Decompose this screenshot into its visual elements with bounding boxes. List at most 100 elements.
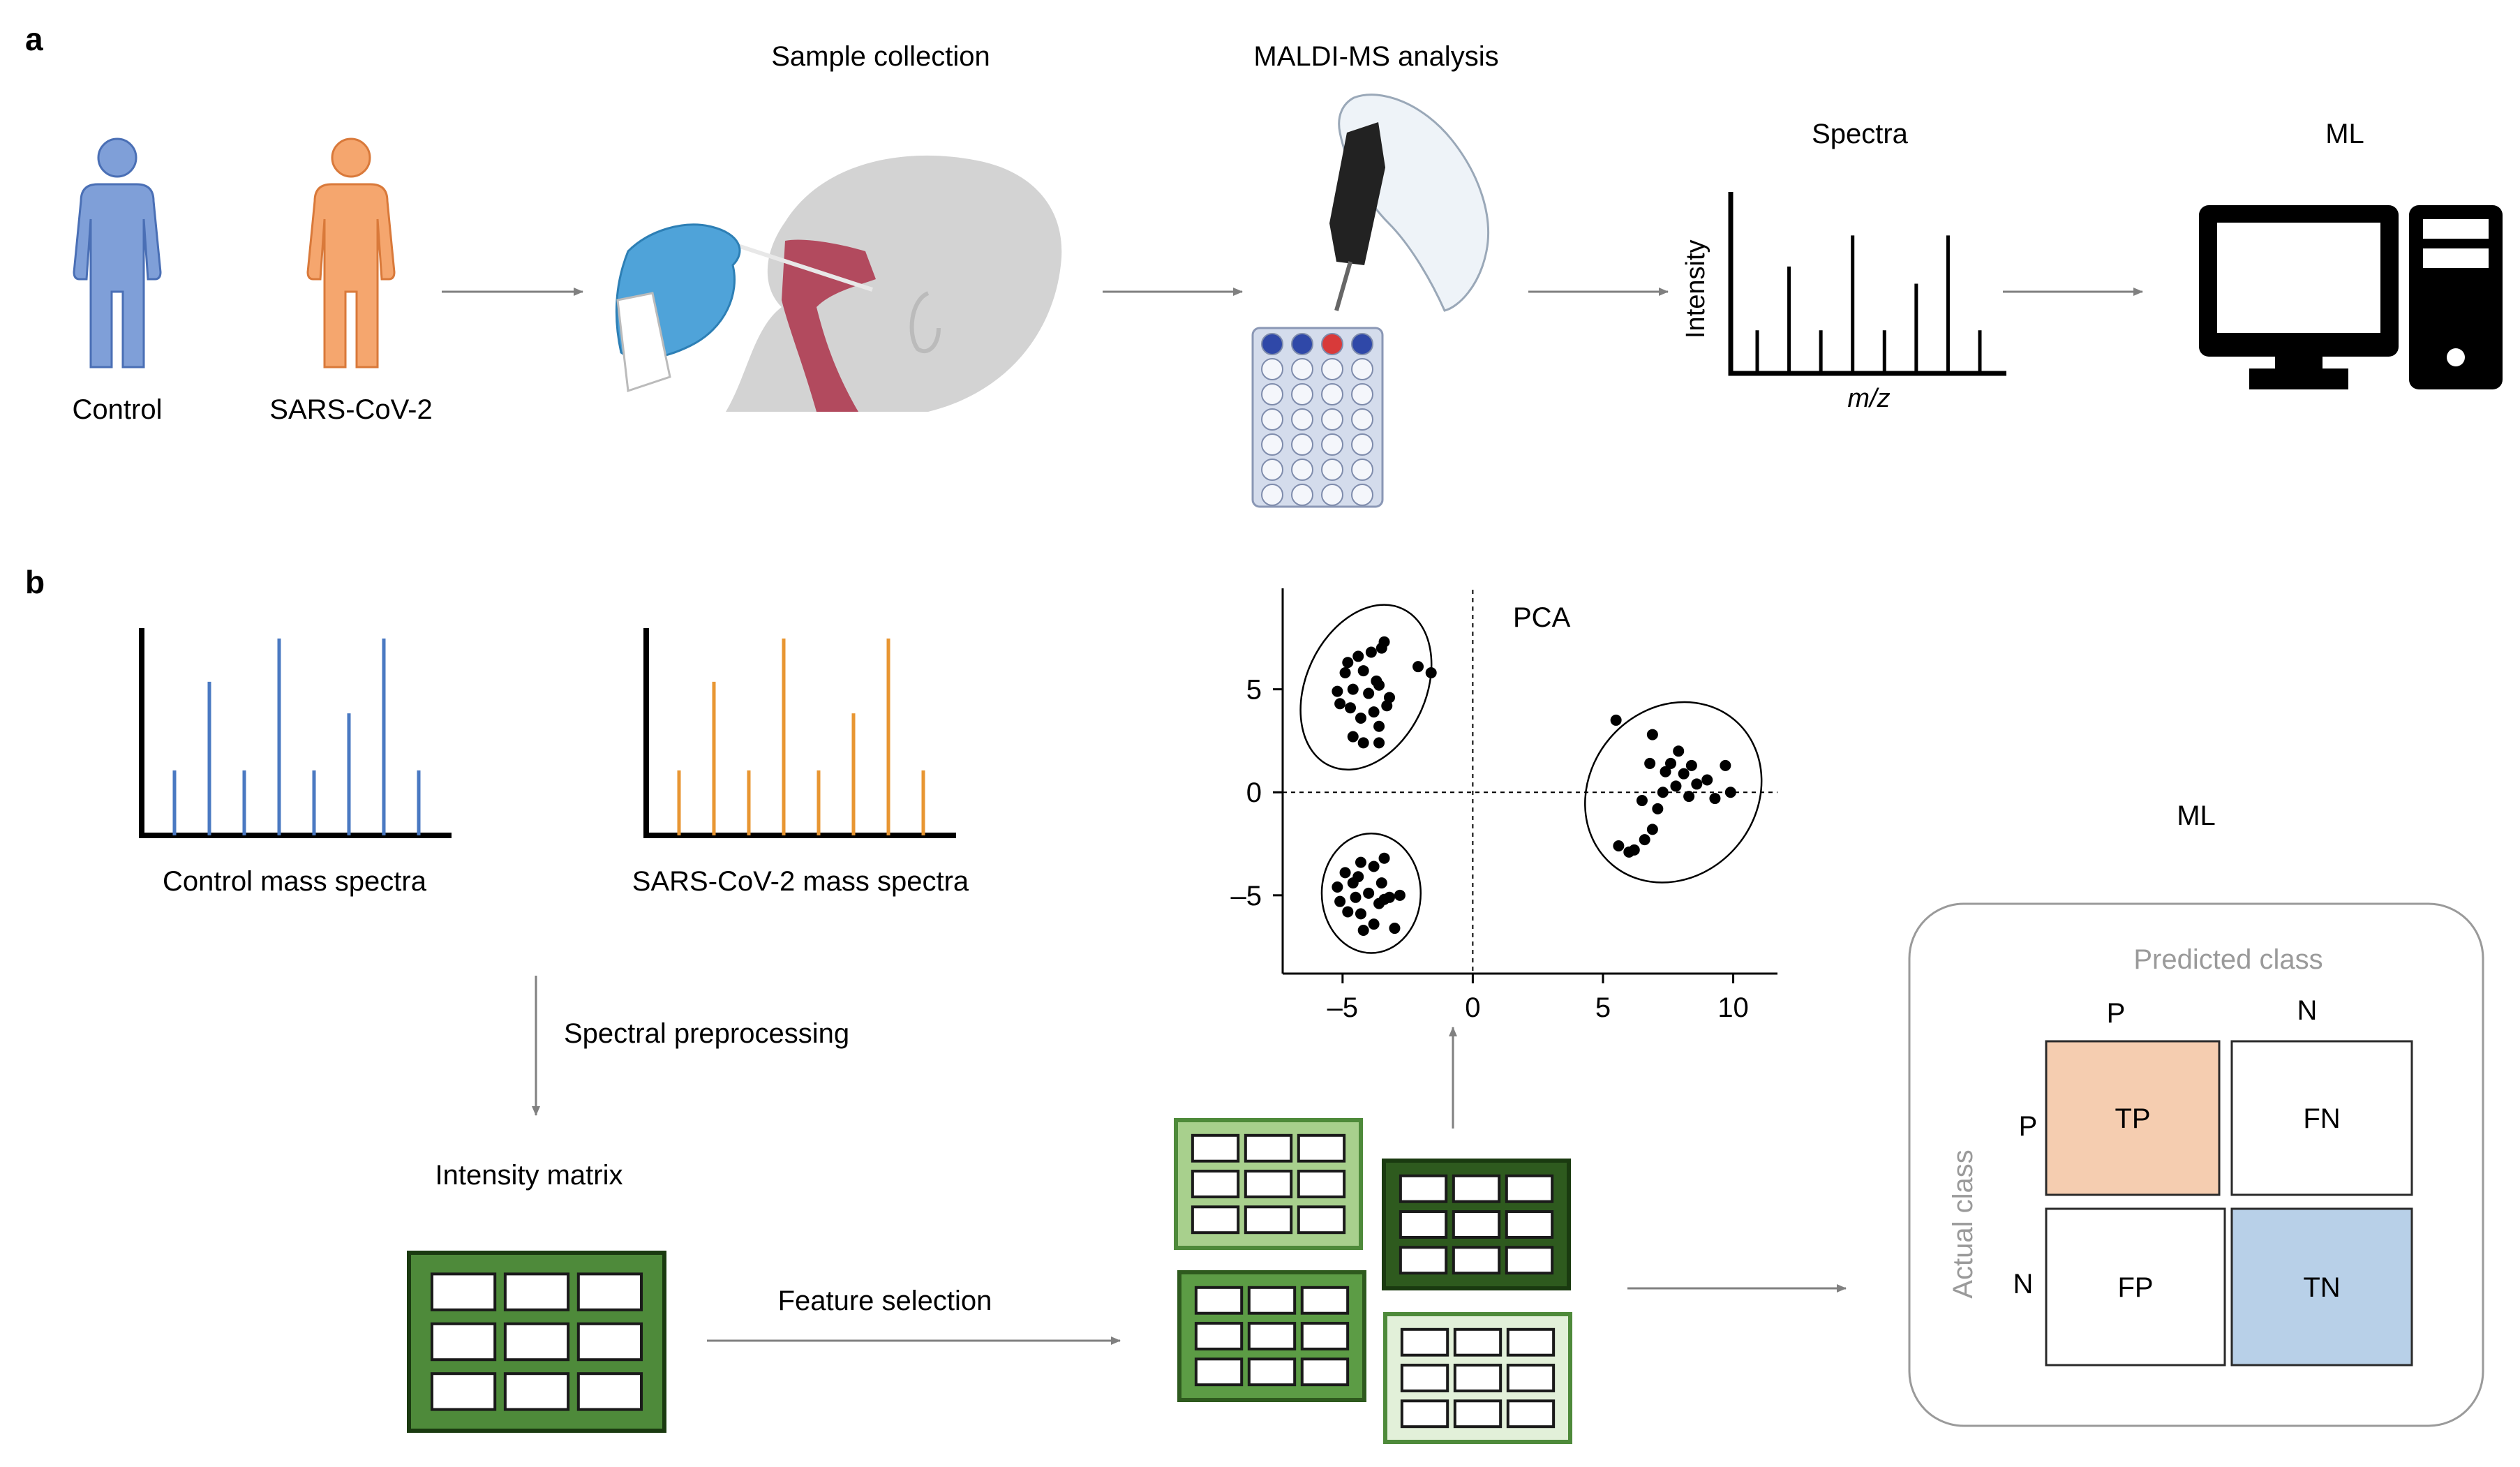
plate-well (1291, 408, 1313, 431)
pca-cluster-ellipse (1320, 833, 1422, 954)
pca-point (1334, 698, 1346, 710)
pca-point (1709, 793, 1721, 805)
pca-point (1334, 895, 1346, 907)
pca-point (1365, 646, 1377, 658)
pca-point (1383, 692, 1395, 703)
pca-cluster-ellipse (1299, 604, 1433, 771)
predicted-col-p: P (2107, 998, 2126, 1029)
plate-well (1291, 333, 1313, 355)
computer-icon (2199, 205, 2503, 389)
matrix-dark-green (1382, 1159, 1571, 1290)
pca-point (1678, 768, 1690, 780)
plate-well (1261, 484, 1283, 506)
pca-point (1345, 702, 1357, 714)
control-person-icon (73, 137, 162, 368)
matrix-cell (576, 1372, 643, 1411)
plate-well (1291, 383, 1313, 405)
pca-point (1673, 745, 1685, 757)
pca-point (1350, 891, 1362, 903)
pca-point (1373, 720, 1385, 732)
plate-well (1351, 433, 1373, 456)
matrix-cell (1297, 1205, 1346, 1235)
matrix-cell (1194, 1322, 1244, 1350)
pca-point (1357, 925, 1369, 937)
pca-point (1646, 824, 1658, 835)
pca-point (1720, 759, 1731, 771)
matrix-cell (1300, 1286, 1350, 1315)
plate-well (1321, 459, 1343, 481)
spectra-title: Spectra (1812, 119, 1909, 149)
matrix-cell (1505, 1246, 1554, 1275)
pca-point (1646, 729, 1658, 740)
sars-cov-2-mass-spectra-label: SARS-CoV-2 mass spectra (632, 866, 969, 897)
matrix-cell (1244, 1170, 1293, 1198)
matrix-cell (1505, 1210, 1554, 1239)
predicted-col-n: N (2297, 995, 2318, 1026)
pca-point (1355, 712, 1366, 724)
matrix-cell (1191, 1205, 1240, 1235)
spectral-preprocessing-label: Spectral preprocessing (564, 1018, 849, 1049)
pca-point (1652, 803, 1664, 814)
pca-point (1610, 714, 1622, 726)
pca-point (1389, 923, 1401, 934)
person-head (97, 137, 137, 178)
plate-well (1321, 408, 1343, 431)
pca-point (1639, 834, 1650, 846)
pca-y-tick-label: –5 (1231, 881, 1262, 911)
matrix-cell (1452, 1246, 1501, 1275)
pca-point (1644, 757, 1656, 769)
matrix-medium-green (1177, 1270, 1366, 1402)
pca-point (1665, 757, 1677, 769)
matrix-cell (503, 1322, 570, 1362)
matrix-cell (1452, 1174, 1501, 1203)
panel-a-label: a (25, 21, 43, 57)
pca-point (1724, 787, 1736, 798)
pca-point (1357, 665, 1369, 677)
pca-cluster-ellipse (1584, 701, 1763, 884)
pca-point (1352, 650, 1364, 662)
pca-point (1347, 683, 1359, 695)
matrix-cell (1300, 1322, 1350, 1350)
matrix-cell (503, 1272, 570, 1311)
panel-b-label: b (25, 564, 45, 600)
maldi-ms-analysis-title: MALDI-MS analysis (1253, 41, 1498, 72)
plate-well (1351, 484, 1373, 506)
matrix-cell (1505, 1174, 1554, 1203)
pca-point (1332, 685, 1343, 697)
pca-point (1670, 780, 1682, 792)
plate-well (1261, 408, 1283, 431)
matrix-cell (1400, 1399, 1449, 1429)
plate-well (1261, 433, 1283, 456)
matrix-cell (1191, 1170, 1240, 1198)
plate-well (1261, 333, 1283, 355)
pca-point (1363, 887, 1375, 899)
spectra-plot (1728, 192, 2006, 376)
matrix-cell (1191, 1133, 1240, 1163)
pca-point (1636, 795, 1648, 807)
pca-point (1342, 906, 1354, 918)
cell-fn-label: FN (2303, 1103, 2340, 1134)
pca-point (1355, 856, 1366, 868)
plate-well (1261, 459, 1283, 481)
pca-point (1613, 840, 1625, 851)
matrix-cell (1194, 1286, 1244, 1315)
control-mass-spectra-label: Control mass spectra (163, 866, 427, 897)
pca-point (1355, 908, 1366, 920)
pca-point (1378, 893, 1390, 905)
plate-well (1351, 358, 1373, 380)
pca-point (1347, 877, 1359, 889)
sample-collection-title: Sample collection (771, 41, 990, 72)
pca-point (1657, 787, 1669, 798)
pca-point (1373, 679, 1385, 691)
plate-well (1321, 433, 1343, 456)
cell-tp-label: TP (2115, 1103, 2150, 1134)
matrix-cell (430, 1372, 497, 1411)
matrix-cell (1247, 1322, 1297, 1350)
plate-well (1351, 333, 1373, 355)
matrix-cell (1400, 1327, 1449, 1357)
control-mass-spectra-plot (139, 628, 452, 838)
matrix-cell (1247, 1357, 1297, 1387)
pca-point (1363, 687, 1375, 699)
matrix-cell (1194, 1357, 1244, 1387)
